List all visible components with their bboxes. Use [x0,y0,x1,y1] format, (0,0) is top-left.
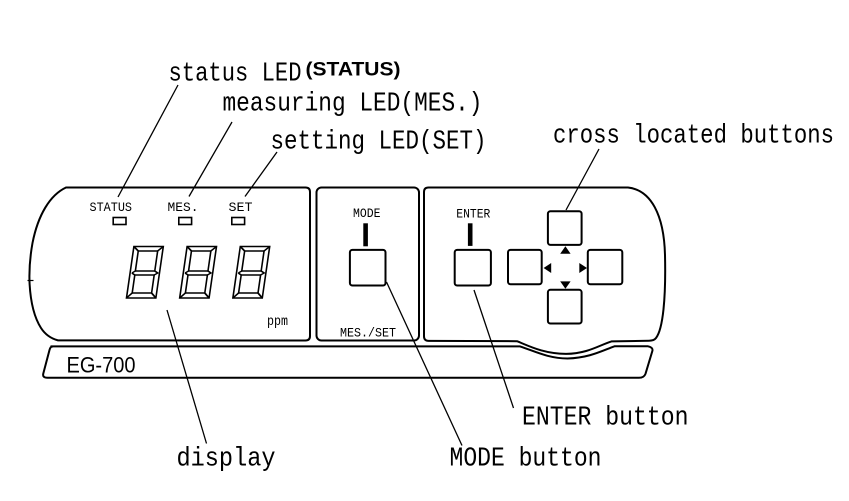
svg-text:setting LED(SET): setting LED(SET) [271,128,487,158]
svg-text:ENTER: ENTER [456,207,490,222]
svg-text:measuring LED(MES.): measuring LED(MES.) [223,90,483,120]
svg-text:display: display [177,445,276,475]
svg-text:EG-700: EG-700 [67,353,136,378]
svg-text:MODE: MODE [353,206,381,221]
svg-text:ppm: ppm [267,314,288,330]
svg-text:SET: SET [229,200,253,215]
svg-text:status LED: status LED [169,60,302,90]
svg-text:(STATUS): (STATUS) [306,59,401,81]
svg-text:cross located buttons: cross located buttons [553,122,834,152]
svg-text:STATUS: STATUS [90,200,133,215]
svg-text:MES./SET: MES./SET [340,326,396,341]
svg-text:MODE button: MODE button [450,445,602,475]
svg-text:MES.: MES. [168,200,199,215]
svg-text:ENTER button: ENTER button [522,404,689,434]
